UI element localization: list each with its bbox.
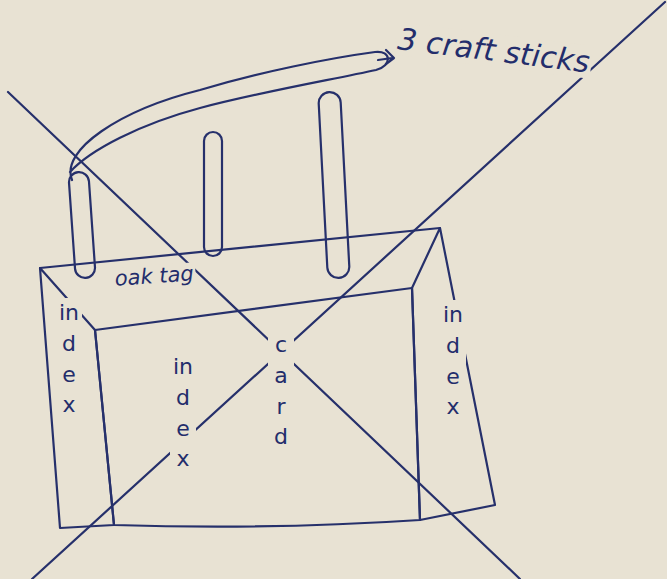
- craft-stick: [204, 132, 222, 256]
- craft-stick: [68, 171, 95, 278]
- box-front-top-edge: [95, 288, 412, 330]
- panel-label: index: [440, 300, 466, 423]
- panel-label: card: [268, 330, 294, 453]
- panel-label: index: [170, 352, 196, 475]
- cross-out-line: [8, 92, 520, 579]
- cross-out-line: [32, 2, 665, 579]
- craft-stick: [318, 92, 350, 279]
- front-panel: [95, 288, 420, 527]
- panel-label: index: [56, 298, 82, 421]
- material-label: oak tag: [112, 262, 196, 291]
- leader-loop: [70, 52, 388, 180]
- leader-arrow: [378, 50, 394, 64]
- left-panel: [40, 268, 114, 528]
- right-panel: [412, 228, 495, 520]
- part-label: 3 craft sticks: [394, 22, 593, 79]
